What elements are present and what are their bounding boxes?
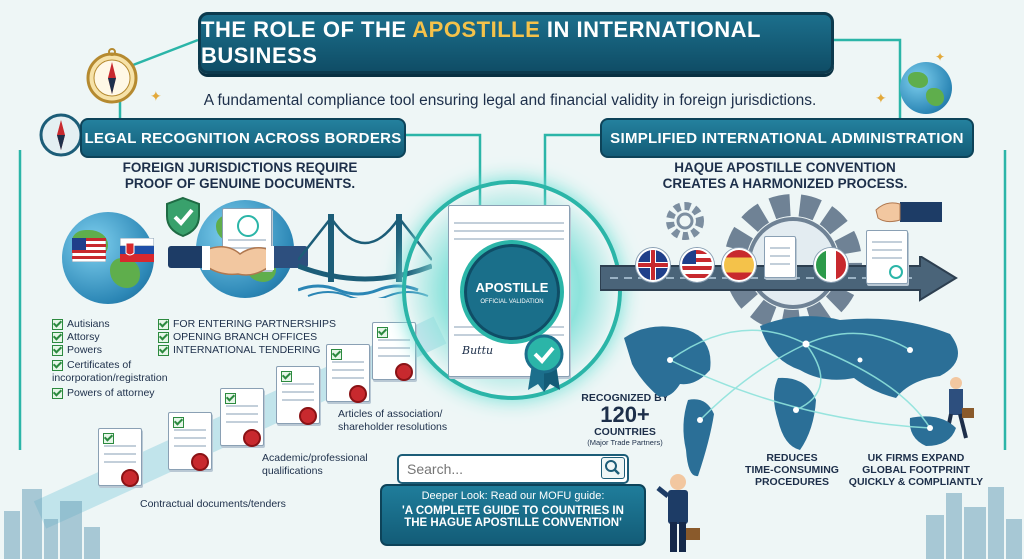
apostille-seal-text: APOSTILLE bbox=[475, 280, 549, 295]
search-button[interactable] bbox=[601, 457, 625, 479]
search-bar[interactable] bbox=[397, 454, 629, 484]
gear-icon bbox=[666, 202, 704, 240]
document-icon bbox=[168, 412, 212, 471]
left-caption-line1: FOREIGN JURISDICTIONS REQUIRE bbox=[122, 160, 358, 175]
subtitle: A fundamental compliance tool ensuring l… bbox=[203, 92, 817, 109]
search-input[interactable] bbox=[405, 458, 589, 480]
document-icon bbox=[866, 230, 908, 284]
us-flag-icon bbox=[72, 238, 106, 262]
list-item: Certificates of incorporation/registrati… bbox=[52, 359, 168, 384]
document-icon bbox=[98, 428, 142, 487]
left-caption-line2: PROOF OF GENUINE DOCUMENTS. bbox=[124, 176, 356, 191]
academic-label: Academic/professional qualifications bbox=[262, 452, 368, 477]
title-prefix: THE ROLE OF THE bbox=[201, 17, 413, 42]
list-item: OPENING BRANCH OFFICES bbox=[158, 331, 358, 344]
title-banner: THE ROLE OF THE APOSTILLE IN INTERNATION… bbox=[198, 12, 834, 74]
document-icon bbox=[220, 388, 264, 447]
slovakia-flag-icon bbox=[120, 238, 154, 262]
compass-icon bbox=[86, 48, 138, 104]
recognized-line2: COUNTRIES bbox=[594, 426, 656, 438]
title-accent: APOSTILLE bbox=[412, 17, 541, 42]
guide-link[interactable]: Deeper Look: Read our MOFU guide: 'A COM… bbox=[380, 484, 646, 546]
guide-line3: THE HAGUE APOSTILLE CONVENTION' bbox=[404, 517, 622, 529]
guide-line1: Deeper Look: Read our MOFU guide: bbox=[421, 490, 605, 502]
sparkle-icon: ✦ bbox=[875, 90, 887, 106]
ribbon-seal-icon bbox=[524, 334, 564, 392]
document-icon bbox=[764, 236, 796, 278]
spain-flag-icon bbox=[722, 248, 756, 282]
document-type-list: Autisians Attorsy Powers Certificates of… bbox=[52, 318, 212, 400]
businessman-icon bbox=[656, 474, 700, 552]
left-caption: FOREIGN JURISDICTIONS REQUIRE PROOF OF G… bbox=[90, 160, 390, 192]
uk-flag-icon bbox=[636, 248, 670, 282]
right-section-heading: SIMPLIFIED INTERNATIONAL ADMINISTRATION bbox=[600, 118, 974, 158]
contracts-label: Contractual documents/tenders bbox=[140, 498, 286, 510]
shield-check-icon bbox=[166, 196, 200, 238]
guide-line2: 'A COMPLETE GUIDE TO COUNTRIES IN bbox=[402, 505, 624, 517]
compass-icon bbox=[39, 113, 83, 157]
list-item: FOR ENTERING PARTNERSHIPS bbox=[158, 318, 358, 331]
recognized-line1: RECOGNIZED BY bbox=[581, 392, 669, 404]
world-map bbox=[624, 316, 958, 477]
apostille-seal: APOSTILLE OFFICIAL VALIDATION bbox=[460, 240, 564, 344]
document-icon bbox=[276, 366, 320, 425]
list-item: Attorsy bbox=[52, 331, 212, 344]
apostille-seal-subtext: OFFICIAL VALIDATION bbox=[480, 299, 544, 305]
city-skyline-right bbox=[920, 484, 1024, 559]
handshake-icon bbox=[168, 246, 308, 276]
right-caption-line2: CREATES A HARMONIZED PROCESS. bbox=[662, 176, 908, 191]
recognized-note: (Major Trade Partners) bbox=[587, 438, 663, 447]
search-icon bbox=[605, 460, 620, 475]
sparkle-icon: ✦ bbox=[935, 50, 946, 64]
right-caption: HAQUE APOSTILLE CONVENTION CREATES A HAR… bbox=[630, 160, 940, 192]
list-item: Powers bbox=[52, 344, 212, 357]
globe-icon bbox=[900, 62, 952, 114]
hand-icon bbox=[875, 202, 942, 223]
left-section-heading: LEGAL RECOGNITION ACROSS BORDERS bbox=[80, 118, 406, 158]
us-flag-icon bbox=[680, 248, 714, 282]
recognized-count: 120+ bbox=[600, 402, 650, 427]
title-suffix: IN INTERNATIONAL BUSINESS bbox=[201, 17, 761, 68]
signature: Buttu bbox=[462, 344, 494, 357]
recognized-block: RECOGNIZED BY 120+ COUNTRIES (Major Trad… bbox=[565, 392, 685, 447]
sparkle-icon: ✦ bbox=[150, 88, 162, 104]
list-item: Autisians bbox=[52, 318, 212, 331]
page-title: THE ROLE OF THE APOSTILLE IN INTERNATION… bbox=[201, 17, 831, 69]
italy-flag-icon bbox=[814, 248, 848, 282]
city-skyline-left bbox=[0, 484, 110, 559]
articles-label: Articles of association/ shareholder res… bbox=[338, 408, 448, 433]
document-icon bbox=[372, 322, 416, 381]
purpose-list: FOR ENTERING PARTNERSHIPS OPENING BRANCH… bbox=[158, 318, 358, 357]
right-caption-line1: HAQUE APOSTILLE CONVENTION bbox=[674, 160, 896, 175]
list-item: INTERNATIONAL TENDERING bbox=[158, 344, 358, 357]
document-icon bbox=[326, 344, 370, 403]
list-item: Powers of attorney bbox=[52, 387, 212, 400]
